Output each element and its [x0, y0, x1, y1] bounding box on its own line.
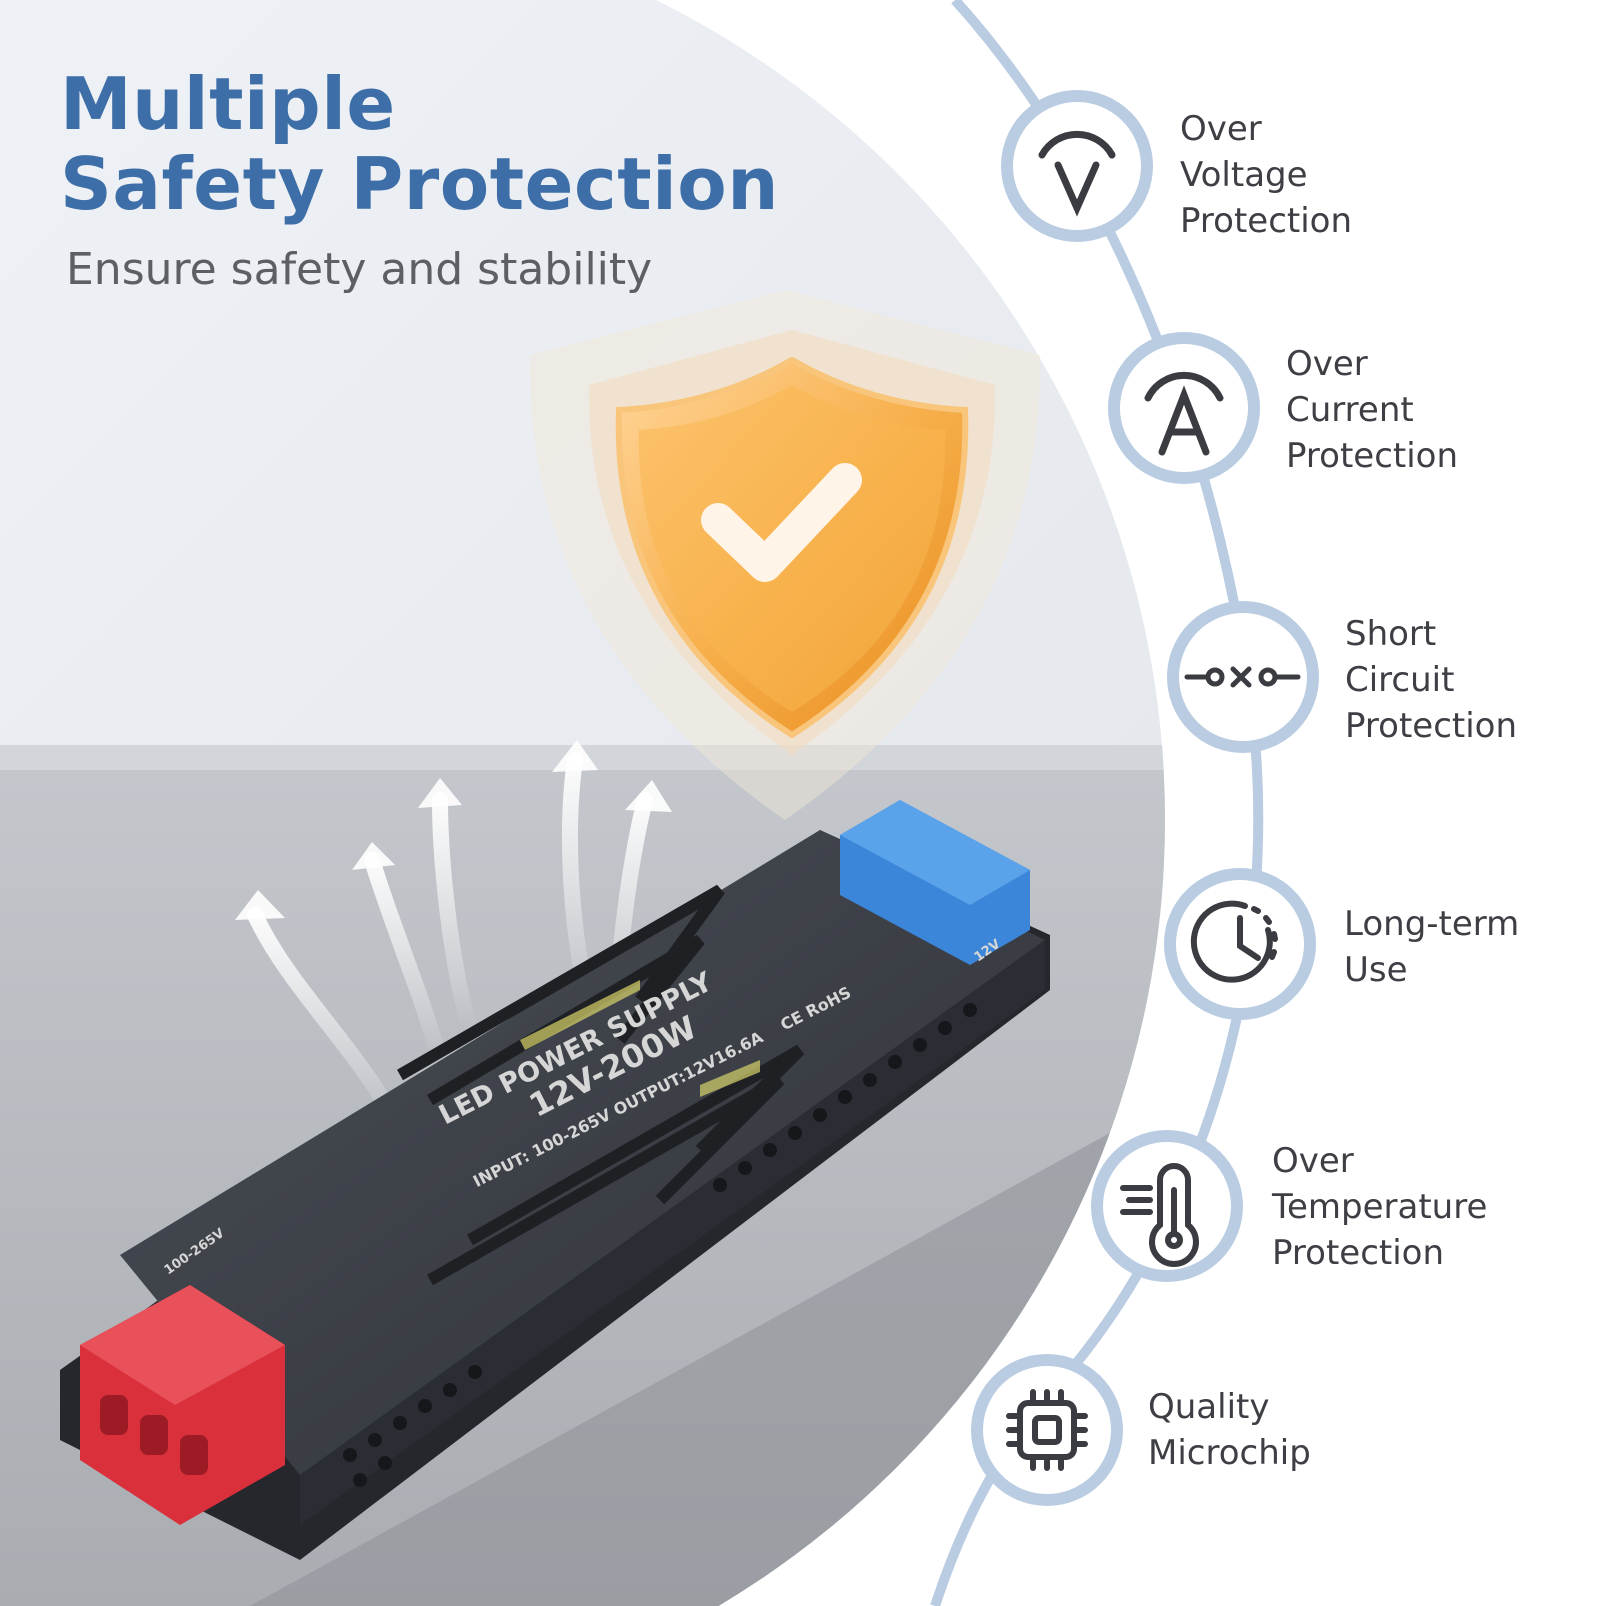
feature-icon-current	[1108, 332, 1260, 484]
feature-label-long-term: Long-term Use	[1344, 901, 1519, 993]
title-line-1: Multiple	[60, 62, 396, 146]
page-title: Multiple Safety Protection	[60, 64, 779, 224]
microchip-icon	[1006, 1389, 1088, 1471]
shield-icon	[529, 290, 1041, 820]
thermometer-icon	[1120, 1163, 1199, 1267]
feature-label-line: Protection	[1180, 201, 1353, 241]
feature-label-current: Over Current Protection	[1286, 341, 1458, 479]
short-circuit-icon	[1184, 666, 1301, 688]
feature-icon-temperature	[1091, 1130, 1243, 1282]
voltage-icon	[1038, 130, 1116, 217]
feature-label-line: Protection	[1345, 706, 1518, 746]
input-terminal	[80, 1285, 285, 1525]
page-subtitle: Ensure safety and stability	[66, 244, 653, 295]
feature-label-microchip: Quality Microchip	[1148, 1384, 1311, 1476]
feature-label-line: Circuit	[1345, 660, 1455, 700]
feature-icon-long-term	[1164, 868, 1316, 1020]
feature-label-line: Temperature	[1272, 1187, 1488, 1227]
feature-label-line: Quality	[1148, 1387, 1270, 1427]
feature-label-line: Over	[1272, 1141, 1354, 1181]
feature-label-line: Short	[1345, 614, 1437, 654]
checkmark-icon	[701, 463, 862, 582]
feature-label-line: Voltage	[1180, 155, 1308, 195]
feature-label-line: Long-term	[1344, 904, 1520, 944]
feature-label-temperature: Over Temperature Protection	[1272, 1138, 1487, 1276]
feature-label-line: Current	[1286, 390, 1414, 430]
feature-label-line: Protection	[1286, 436, 1459, 476]
feature-label-line: Protection	[1272, 1233, 1445, 1273]
feature-label-voltage: Over Voltage Protection	[1180, 106, 1352, 244]
power-supply-product: LED POWER SUPPLY 12V-200W INPUT: 100-265…	[60, 800, 1050, 1560]
current-icon	[1144, 372, 1224, 456]
feature-icon-microchip	[971, 1354, 1123, 1506]
feature-label-short-circuit: Short Circuit Protection	[1345, 611, 1517, 749]
feature-label-line: Use	[1344, 950, 1408, 990]
feature-icon-voltage	[1001, 90, 1153, 242]
clock-icon	[1190, 900, 1278, 983]
output-terminal	[840, 800, 1030, 965]
feature-label-line: Microchip	[1148, 1433, 1311, 1473]
feature-label-line: Over	[1286, 344, 1368, 384]
title-line-2: Safety Protection	[60, 142, 780, 226]
feature-label-line: Over	[1180, 109, 1262, 149]
feature-icon-short-circuit	[1167, 601, 1319, 753]
